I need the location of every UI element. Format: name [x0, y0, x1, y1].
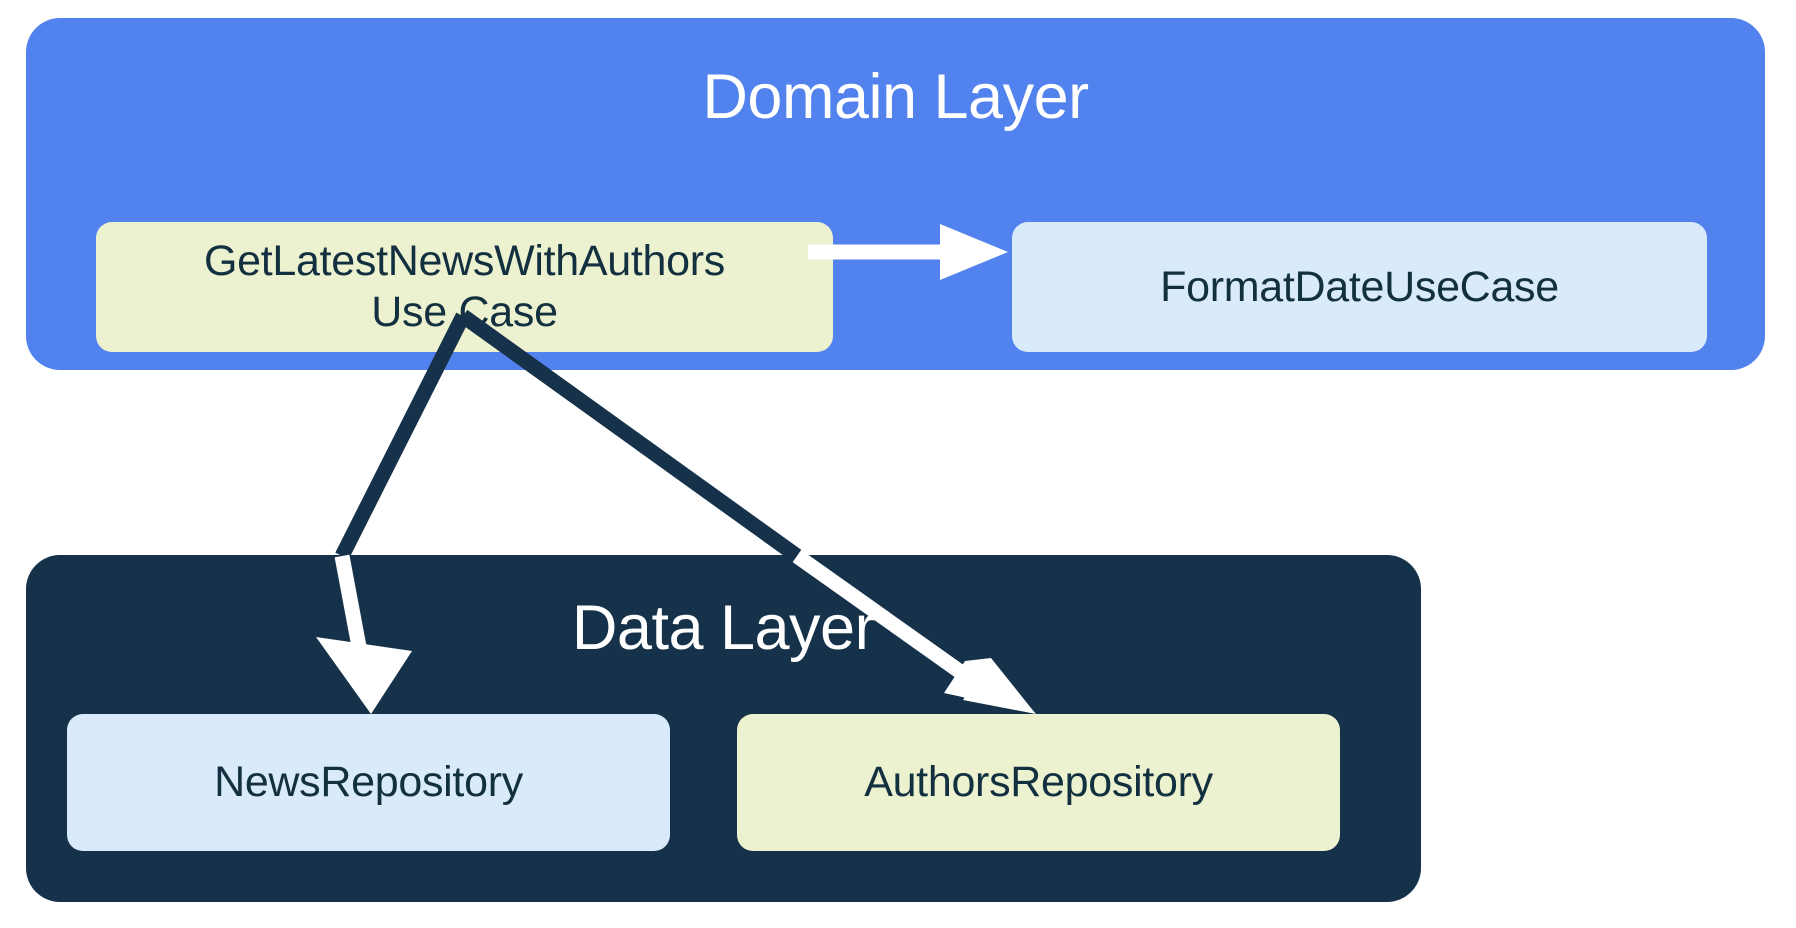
data-layer-title: Data Layer	[571, 593, 876, 663]
node-format-date-use-case[interactable]: FormatDateUseCase	[1012, 222, 1707, 352]
node-label: FormatDateUseCase	[1160, 262, 1559, 311]
node-authors-repository[interactable]: AuthorsRepository	[737, 714, 1340, 851]
node-label-line1: GetLatestNewsWithAuthors	[204, 237, 725, 286]
node-label-line2: Use Case	[371, 288, 558, 336]
node-label: NewsRepository	[214, 758, 523, 807]
node-get-latest-news-with-authors-use-case[interactable]: GetLatestNewsWithAuthors Use Case	[96, 222, 833, 352]
data-layer-container: Data Layer NewsRepository AuthorsReposit…	[26, 555, 1421, 902]
domain-layer-title: Domain Layer	[702, 62, 1089, 132]
node-news-repository[interactable]: NewsRepository	[67, 714, 670, 851]
node-label: AuthorsRepository	[864, 758, 1213, 807]
domain-layer-container: Domain Layer GetLatestNewsWithAuthors Us…	[26, 18, 1765, 370]
